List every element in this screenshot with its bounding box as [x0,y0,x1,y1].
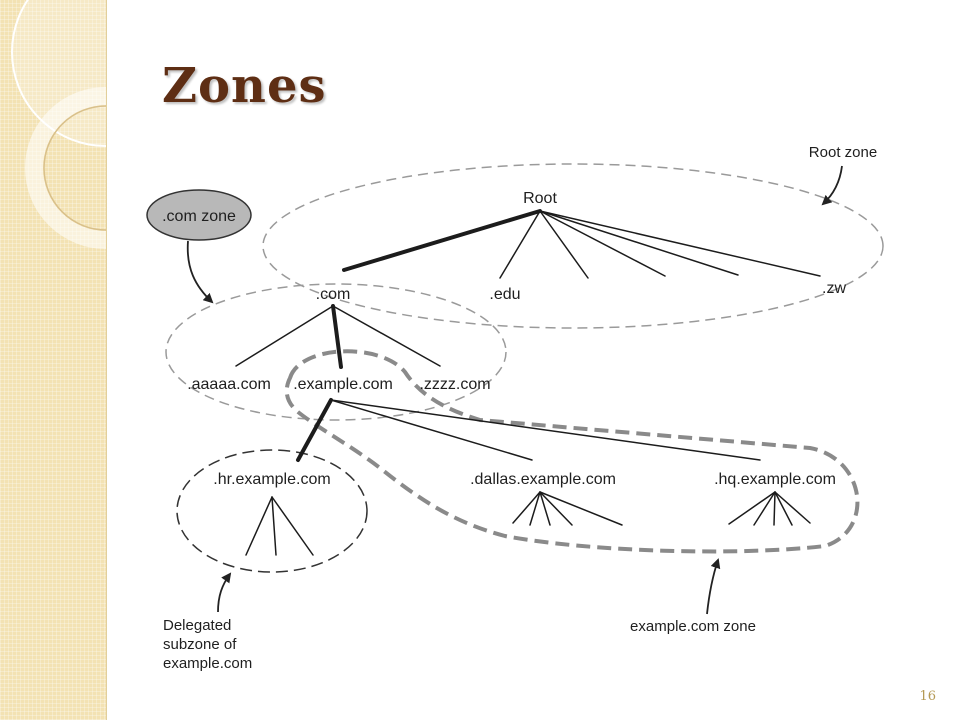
tree-branches [235,209,821,556]
branch-example-hr [296,398,333,462]
branch-root-mid1 [539,210,589,279]
callout-delegated-line1: Delegated [163,617,231,634]
branch-hq-leaf4 [774,491,793,526]
node-aaaaa: .aaaaa.com [187,376,271,393]
node-root: Root [523,190,557,207]
node-com: .com [316,286,351,303]
decorative-circles [11,0,106,249]
arrow-com-zone [186,240,214,304]
branch-hq-leaf3 [773,491,776,526]
arrow-root-zone [821,165,843,206]
branch-dallas-leaf4 [539,491,573,526]
callout-com-zone: .com zone [162,208,236,225]
branch-root-mid2 [539,210,666,277]
branch-hq-leaf2 [753,491,776,526]
branch-hr-leaf1 [245,496,273,556]
branch-hr-leaf2 [271,496,277,556]
branch-dallas-leaf5 [539,491,623,526]
page-number: 16 [919,689,936,704]
branch-com-example [331,304,343,369]
callout-example-zone: example.com zone [630,618,756,635]
callout-root-zone: Root zone [809,144,877,161]
node-zw: .zw [822,280,846,297]
node-edu: .edu [489,286,520,303]
branch-com-aaaaa [235,305,334,367]
branch-example-hq [330,399,761,461]
branch-root-edu [499,210,541,279]
deco-circle-ring-edge [43,105,106,231]
branch-dallas-leaf1 [512,491,541,524]
branch-root-com [342,209,542,272]
hr-subzone-outline [176,449,368,573]
node-zzzz: .zzzz.com [419,376,490,393]
branch-hq-leaf1 [728,491,776,525]
callout-delegated-line3: example.com [163,655,252,672]
node-hq: .hq.example.com [714,471,836,488]
arrow-delegated [217,572,232,613]
deco-circle-ring [25,87,106,249]
callout-delegated-line2: subzone of [163,636,237,653]
branch-hr-leaf3 [271,496,314,556]
branch-com-zzzz [332,305,441,367]
arrow-example-zone [706,558,721,615]
slide-title: Zones [162,58,327,114]
branch-dallas-leaf3 [539,491,551,526]
node-dallas: .dallas.example.com [470,471,616,488]
branch-dallas-leaf2 [529,491,541,526]
branch-example-dallas [330,399,533,461]
deco-circle-large [11,0,106,147]
branch-root-zw [539,210,821,277]
com-zone-outline [165,283,507,421]
root-zone-outline [262,163,884,329]
example-zone-outline [284,349,860,554]
node-hr: .hr.example.com [213,471,330,488]
branch-root-mid3 [539,210,739,276]
branch-hq-leaf5 [774,491,811,524]
com-zone-bubble [146,189,252,241]
node-example: .example.com [293,376,393,393]
